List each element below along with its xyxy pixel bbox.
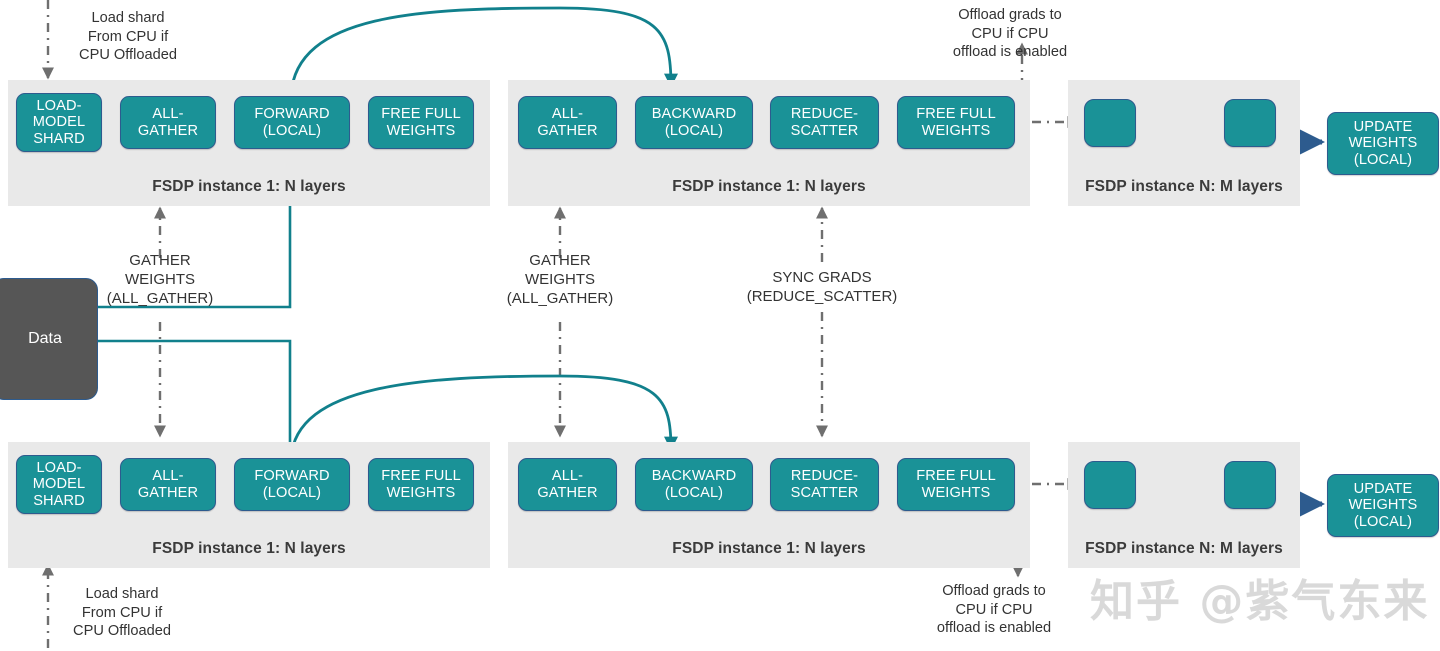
teal-forward-backward-arcs [289,6,678,459]
node-label: FORWARD(LOCAL) [254,468,330,501]
band-label-top-n: FSDP instance N: M layers [1085,178,1283,195]
band-label-bot-n: FSDP instance N: M layers [1085,540,1283,557]
node-data[interactable]: Data [0,278,98,400]
node-top-reduce-scatter[interactable]: REDUCE-SCATTER [770,96,879,149]
band-label-top-1: FSDP instance 1: N layers [152,178,346,195]
node-bot-tail-first[interactable] [1084,461,1136,509]
node-top-all-gather-bwd[interactable]: ALL-GATHER [518,96,617,149]
node-bot-all-gather-bwd[interactable]: ALL-GATHER [518,458,617,511]
node-top-forward-local[interactable]: FORWARD(LOCAL) [234,96,350,149]
node-label: ALL-GATHER [137,468,199,501]
node-bot-backward-local[interactable]: BACKWARD(LOCAL) [635,458,753,511]
band-label-bot-1: FSDP instance 1: N layers [152,540,346,557]
band-label-top-1b: FSDP instance 1: N layers [672,178,866,195]
node-label: REDUCE-SCATTER [790,468,859,501]
node-bot-tail-last[interactable] [1224,461,1276,509]
node-top-all-gather-fwd[interactable]: ALL-GATHER [120,96,216,149]
node-label: FORWARD(LOCAL) [254,106,330,139]
node-top-backward-local[interactable]: BACKWARD(LOCAL) [635,96,753,149]
node-label: ALL-GATHER [137,106,199,139]
node-label: REDUCE-SCATTER [790,106,859,139]
node-bot-reduce-scatter[interactable]: REDUCE-SCATTER [770,458,879,511]
node-label: BACKWARD(LOCAL) [651,468,737,501]
annotation-sync-grads: SYNC GRADS(REDUCE_SCATTER) [746,269,898,306]
node-top-tail-first[interactable] [1084,99,1136,147]
node-label: ALL-GATHER [537,468,598,501]
watermark: 知乎 @紫气东来 [1090,576,1430,627]
node-bot-all-gather-fwd[interactable]: ALL-GATHER [120,458,216,511]
node-top-tail-last[interactable] [1224,99,1276,147]
node-bot-forward-local[interactable]: FORWARD(LOCAL) [234,458,350,511]
node-data-label: Data [28,330,62,347]
node-label: BACKWARD(LOCAL) [651,106,737,139]
band-label-bot-1b: FSDP instance 1: N layers [672,540,866,557]
node-label: ALL-GATHER [537,106,598,139]
